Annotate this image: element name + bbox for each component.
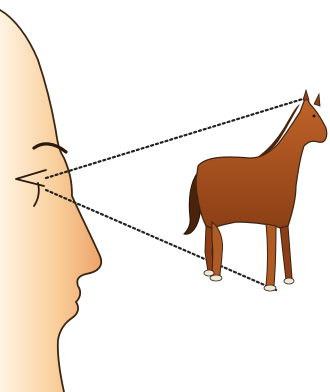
- horse-hoof: [204, 270, 214, 276]
- horse-hoof: [264, 285, 276, 291]
- horse-hoof: [284, 278, 294, 284]
- horse-eye: [313, 115, 316, 118]
- horse-leg-near-back: [212, 222, 223, 276]
- horse-ear-left: [303, 90, 309, 100]
- human-face-profile-icon: [0, 10, 101, 392]
- horse-body: [196, 96, 327, 228]
- horse-ear-right: [314, 94, 320, 106]
- horse-hoof: [210, 275, 222, 281]
- face-skin: [0, 10, 101, 392]
- horse-icon: [184, 90, 327, 291]
- horse-leg-near-front: [266, 224, 276, 286]
- horse-leg-far-front: [280, 226, 292, 280]
